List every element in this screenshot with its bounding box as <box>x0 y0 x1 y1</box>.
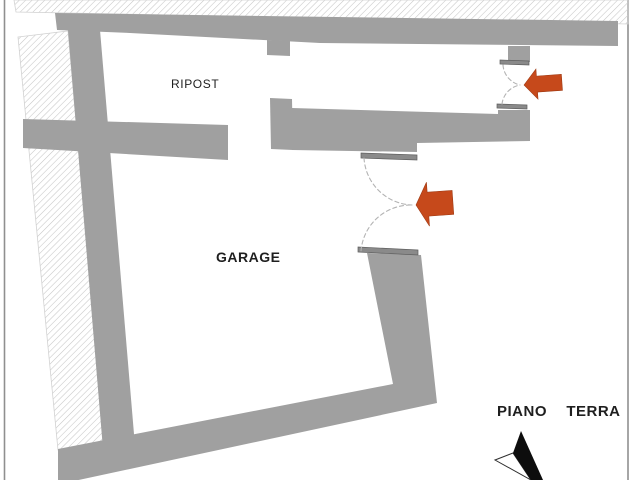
door1-swing-arc-bottom <box>501 84 521 105</box>
door1-top-sill <box>499 59 530 66</box>
door1-bottom-sill <box>496 103 528 110</box>
room-label-ripost: RIPOST <box>171 77 219 91</box>
door2-top-sill <box>360 152 418 161</box>
room-label-garage: GARAGE <box>216 249 280 265</box>
wall-ripost-east-jamb <box>267 40 290 56</box>
wall-top-band <box>55 13 618 46</box>
wall-garage-east-south <box>58 253 437 480</box>
north-arrow-icon-black-half <box>513 431 543 480</box>
door2-swing-arc-bottom <box>360 204 413 252</box>
wall-middle-nub <box>270 98 293 150</box>
wall-middle-main <box>292 108 530 152</box>
entrance-arrow-icon-lower <box>415 182 455 227</box>
wall-middle-left-segment <box>23 119 228 160</box>
door1-swing-arc-top <box>502 64 521 86</box>
hatched-band-top <box>13 0 629 25</box>
entrance-arrow-icon-upper <box>523 68 563 100</box>
wall-door1-top-jamb <box>508 46 530 62</box>
door2-swing-arc-top <box>363 157 413 206</box>
floor-title: PIANO TERRA <box>497 403 621 420</box>
door2-bottom-sill <box>357 246 419 256</box>
